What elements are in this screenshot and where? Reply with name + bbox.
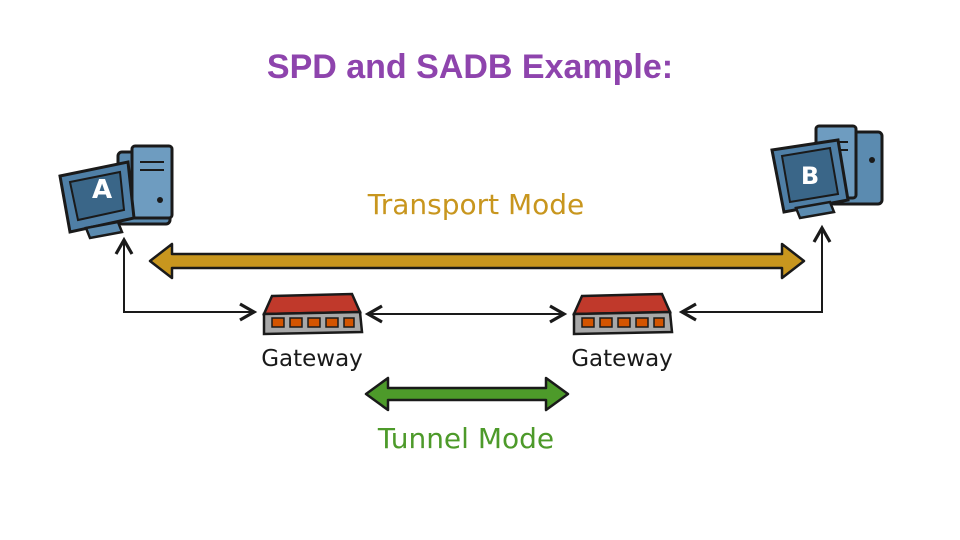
tunnel-mode-arrow	[364, 376, 570, 412]
link-a-to-gateway	[114, 236, 254, 313]
link-gateway-to-b	[740, 224, 832, 313]
transport-mode-arrow	[148, 242, 806, 280]
host-b-label: B	[801, 162, 819, 190]
router-left-icon	[262, 292, 364, 336]
router-right-icon	[572, 292, 674, 336]
slide-title: SPD and SADB Example:	[266, 48, 674, 86]
gateway-left-label: Gateway	[261, 346, 363, 372]
computer-b-icon	[770, 124, 884, 220]
transport-mode-label: Transport Mode	[367, 188, 585, 221]
host-a-label: A	[92, 175, 112, 205]
gateway-right-label: Gateway	[571, 346, 673, 372]
tunnel-mode-label: Tunnel Mode	[377, 422, 554, 455]
computer-a-icon	[58, 144, 174, 240]
